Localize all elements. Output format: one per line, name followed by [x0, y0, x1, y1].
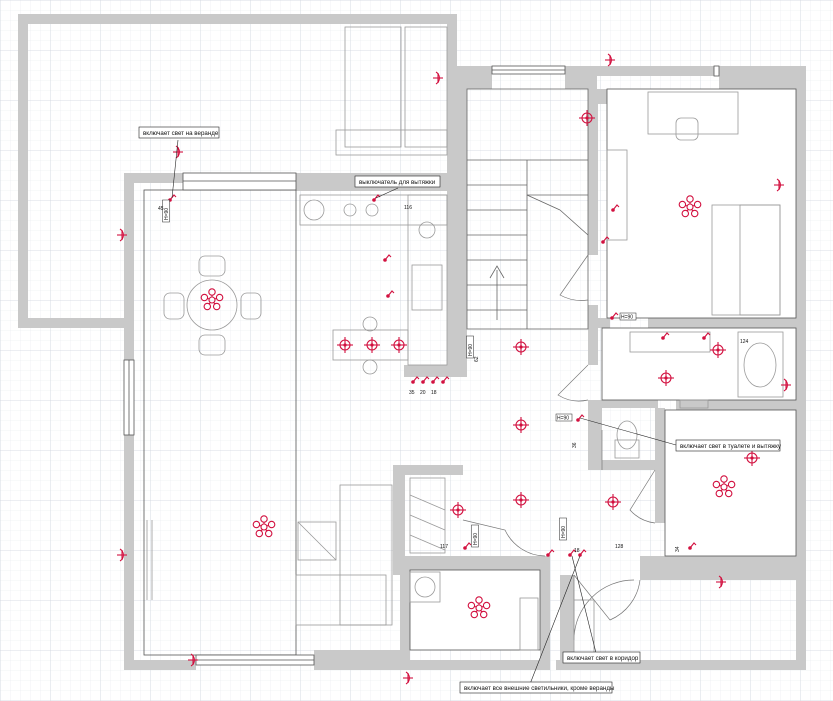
toilet-bottom: [602, 460, 656, 470]
svg-text:H=90: H=90: [621, 315, 633, 321]
annotation-corridor: включает свет в коридор: [562, 651, 641, 664]
top-wall-e: [719, 66, 806, 89]
windows: [123, 65, 720, 666]
svg-text:H=90: H=90: [468, 344, 474, 356]
bedroom-chair: [675, 117, 699, 141]
corridor-wall-1: [588, 305, 598, 365]
svg-text:35: 35: [409, 390, 415, 396]
washing-machine: [409, 571, 441, 603]
svg-text:включает все внешние светильни: включает все внешние светильники, кроме …: [464, 685, 615, 692]
kitchen-fan: [303, 199, 325, 221]
bottom-wall-c: [400, 660, 550, 670]
bedroom-desk: [647, 91, 739, 135]
top-wall-b: [565, 66, 597, 89]
svg-text:117: 117: [440, 544, 448, 550]
svg-text:выключатель для вытяжки: выключатель для вытяжки: [359, 179, 436, 186]
bedroom-bottom-a: [598, 318, 610, 328]
annotation-veranda: включает свет на веранде: [138, 126, 220, 139]
stair-wall: [447, 89, 467, 369]
svg-text:включает свет в туалете и вытя: включает свет в туалете и вытяжку: [680, 443, 782, 450]
utility-right: [540, 556, 550, 670]
annotation-toilet: включает свет в туалете и вытяжку: [675, 439, 782, 452]
svg-text:20: 20: [420, 390, 426, 396]
svg-text:18: 18: [431, 390, 437, 396]
height-tags: H=90 H=90 H=90 H=90 H=90 H=90: [162, 199, 637, 548]
svg-text:45: 45: [158, 206, 164, 212]
svg-text:34: 34: [675, 546, 681, 552]
bedroom-wall-left: [588, 89, 598, 255]
veranda-wall: [18, 14, 467, 328]
furniture: [146, 26, 784, 656]
svg-text:H=90: H=90: [473, 533, 479, 545]
annotation-hood: выключатель для вытяжки: [354, 175, 441, 188]
bath-wall-left: [588, 400, 602, 470]
bottom-wall-a: [124, 660, 196, 670]
dining-chair-bottom: [198, 334, 226, 356]
staircase: [466, 88, 589, 330]
closet-top: [393, 465, 463, 475]
doors: [462, 254, 656, 641]
top-wall-a: [457, 66, 492, 89]
svg-text:включает свет в коридор: включает свет в коридор: [567, 655, 639, 662]
left-wall: [124, 328, 134, 670]
stair-bottom-wall: [404, 365, 467, 377]
wardrobe: [606, 149, 628, 241]
kitchen-side-counter: [407, 194, 448, 366]
veranda-chair-1: [344, 26, 402, 148]
svg-text:116: 116: [404, 205, 412, 211]
bath-wall-top-b: [676, 400, 806, 410]
utility-left: [400, 556, 410, 670]
bathtub: [737, 331, 784, 398]
veranda-bench: [335, 129, 448, 156]
svg-text:124: 124: [740, 339, 749, 345]
right-wall: [796, 66, 806, 670]
svg-text:включает свет на веранде: включает свет на веранде: [143, 130, 219, 137]
rooms: [143, 88, 797, 656]
bottom-wall-d: [556, 660, 806, 670]
bath-counter: [629, 331, 711, 353]
toilet: [616, 420, 638, 450]
bath-wall-top: [602, 400, 658, 408]
top-wall-d: [607, 66, 714, 76]
svg-text:H=90: H=90: [557, 416, 569, 422]
bedroom-wall-stub: [598, 89, 607, 104]
svg-text:H=90: H=90: [561, 526, 567, 538]
svg-text:62: 62: [474, 356, 480, 362]
leader-lines: [171, 139, 677, 685]
bottom-wall-b: [314, 650, 410, 670]
utility-top: [400, 556, 545, 570]
dimension-labels: 45 116 35 20 18 62 36 124 117 128 34 18: [158, 205, 749, 554]
bedroom-bottom-b: [648, 318, 806, 328]
small-room-wall: [655, 408, 665, 523]
top-wall-c: [597, 66, 607, 76]
dining-table: [186, 279, 238, 331]
closet-left: [393, 465, 405, 575]
annotation-outdoor: включает все внешние светильники, кроме …: [459, 681, 615, 694]
svg-text:18: 18: [574, 548, 580, 554]
svg-text:36: 36: [572, 442, 578, 448]
closet-shelves: [409, 477, 446, 554]
dining-chair-right: [240, 292, 262, 320]
dining-chair-top: [198, 255, 226, 277]
svg-text:128: 128: [615, 544, 624, 550]
coffee-table: [297, 521, 337, 561]
svg-text:H=90: H=90: [164, 208, 170, 220]
dining-chair-left: [163, 292, 185, 320]
veranda-chair-2: [404, 26, 448, 148]
lower-wall: [640, 556, 806, 580]
